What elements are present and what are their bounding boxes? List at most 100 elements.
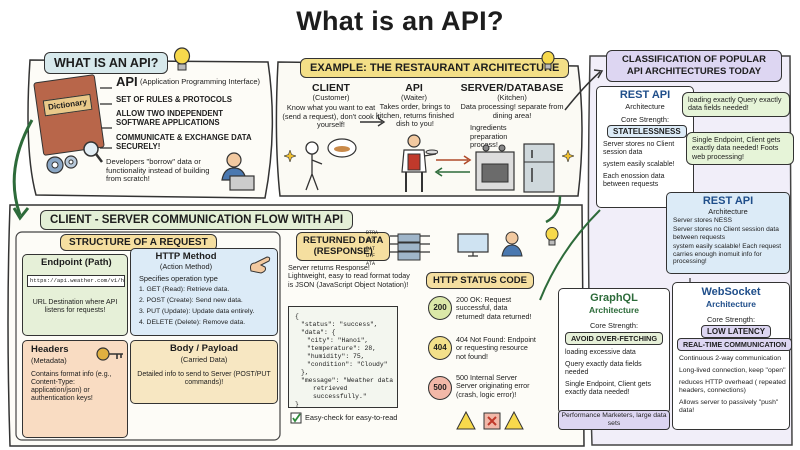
method-intro: Specifies operation type [139,274,218,283]
api-title: API [405,82,423,94]
method-subtitle: (Action Method) [159,262,213,271]
method-card: HTTP Method (Action Method) Specifies op… [130,248,278,336]
restaurant-heading: EXAMPLE: THE RESTAURANT ARCHITECTURE [300,58,570,78]
graphql-strength: AVOID OVER-FETCHING [565,332,664,345]
rest1-point-3: Each enossion data between requests [603,173,665,189]
rest-api-card-1: REST API Architecture Core Strength: STA… [596,86,694,208]
status-badge-404: 404 [428,336,452,360]
json-line: "humidity": 75, [307,353,365,360]
client-desc: Know what you want to eat (send a reques… [282,103,380,130]
what-is-heading: WHAT IS AN API? [44,52,169,74]
server-rack-icon [397,233,421,261]
returned-desc: Server returns Response! Lightweight, ea… [288,263,410,289]
sparkle-icon [562,150,574,162]
graphql-footer: Performance Marketers, large data sets [558,410,670,430]
body-desc: Detailed info to send to Server (POST/PU… [137,371,271,387]
rest2-point-1: Server stores NESS [673,217,732,224]
graphql-point-3: Single Endpoint, Client gets exactly dat… [565,381,651,397]
websocket-point-4: Allows server to passively "push" data! [679,399,779,414]
lightbulb-icon [173,47,191,71]
stream-label: UTF [366,237,376,244]
checkbox-checked-icon [290,412,302,424]
flow-heading: CLIENT - SERVER COMMUNICATION FLOW WITH … [40,210,354,230]
what-point-3: COMMUNICATE & EXCHANGE DATA SECURELY! [116,133,252,151]
page-title: What is an API? [296,6,504,36]
graphql-subtitle: Architecture [588,305,640,315]
endpoint-card: Endpoint (Path) https://api.weather.com/… [22,254,128,336]
stream-label: DTRA [366,230,379,236]
json-line: retrieved successfully." [313,385,367,400]
json-line: "message": "Weather data [301,377,394,384]
client-title: CLIENT [312,82,350,94]
rest1-strength: STATELESSNESS [607,125,687,138]
graphql-strength-label: Core Strength: [589,321,639,330]
headers-desc: Contains format info (e.g., Content-Type… [31,371,112,403]
developer-laptop-icon [221,152,255,191]
easy-check-text: Easy-check for easy-to-read [305,413,398,422]
waiter-icon [401,134,438,192]
server-desc: Data processing! separate from dining ar… [460,102,564,120]
classification-heading: CLASSIFICATION OF POPULAR API ARCHITECTU… [606,50,782,82]
graphql-point-2: Query exactly data fields needed [565,361,642,377]
rest1-point-2: system easily scalable! [603,161,675,168]
rest1-subtitle: Architecture [625,102,665,111]
graphql-point-1: loading excessive data [565,349,636,356]
key-icon [96,347,123,361]
body-title: Body / Payload [169,343,239,354]
what-note: Developers "borrow" data or functionalit… [106,157,210,184]
json-code-block: { "status": "success", "data": { "city":… [288,306,398,408]
endpoint-title: Endpoint (Path) [41,257,112,268]
server-note: Ingredients preparation process! [470,123,508,150]
websocket-point-1: Continuous 2-way communication [679,355,782,362]
json-line: "data": { [301,329,336,336]
lightbulb-icon [545,227,559,246]
websocket-title: WebSocket [701,286,761,298]
magnifier-icon [83,141,103,163]
gears-icon [46,155,78,174]
server-role: (Kitchen) [497,93,527,102]
status-badge-200: 200 [428,296,452,320]
method-title: HTTP Method [155,251,217,262]
json-line: "temperature": 28, [307,345,377,352]
stream-label: DAT [366,245,376,252]
headers-subtitle: (Metadata) [31,356,67,365]
returned-subheading: (RESPONSE) [313,246,373,258]
api-role: (Waiter) [400,93,427,102]
stream-label: UTF [366,253,376,260]
rest1-title: REST API [619,89,671,101]
endpoint-desc: URL Destination where API listens for re… [32,299,118,315]
customer-figure-icon [305,138,357,191]
rest-api-card-2: REST API Architecture Server stores NESS… [666,192,790,274]
websocket-subtitle: Architecture [705,299,757,309]
what-point-2: ALLOW TWO INDEPENDENT SOFTWARE APPLICATI… [116,109,223,127]
rest2-subtitle: Architecture [708,207,748,216]
rest-bubble-1: loading exactly Query exactly data field… [682,92,790,117]
websocket-strength-label: Core Strength: [706,315,756,324]
returned-heading: RETURNED DATA [303,235,384,246]
status-badge-500: 500 [428,376,452,400]
dictionary-label: Dictionary [42,93,93,117]
websocket-card: WebSocket Architecture Core Strength: LO… [672,282,793,430]
headers-title: Headers [31,344,69,355]
websocket-strength-2: REAL-TIME COMMUNICATION [677,338,793,351]
method-item-delete: 4. DELETE (Delete): Remove data. [139,319,246,326]
stream-label: ATA [366,261,376,268]
body-card: Body / Payload (Carried Data) Detailed i… [130,340,278,404]
json-line: } [295,401,299,408]
api-desc: Takes order, brings to kitchen, returns … [375,102,455,129]
status-heading: HTTP STATUS CODE [426,272,534,289]
rest2-point-2: Server stores no Client session data bet… [673,226,779,241]
rest2-title: REST API [702,195,754,207]
websocket-point-2: Long-lived connection, keep "open" [679,367,786,374]
returned-heading-box: RETURNED DATA (RESPONSE) [296,232,391,261]
user-laptop-icon [501,231,523,257]
method-item-post: 2. POST (Create): Send new data. [139,297,243,304]
api-word: API [116,74,138,89]
json-line: }, [301,369,309,376]
method-item-get: 1. GET (Read): Retrieve data. [139,286,230,293]
method-item-put: 3. PUT (Update): Update data entirely. [139,308,255,315]
sparkle-icon [284,150,296,162]
lightbulb-icon [541,50,555,70]
body-subtitle: (Carried Data) [180,355,228,364]
api-expansion: (Application Programming Interface) [140,77,261,86]
